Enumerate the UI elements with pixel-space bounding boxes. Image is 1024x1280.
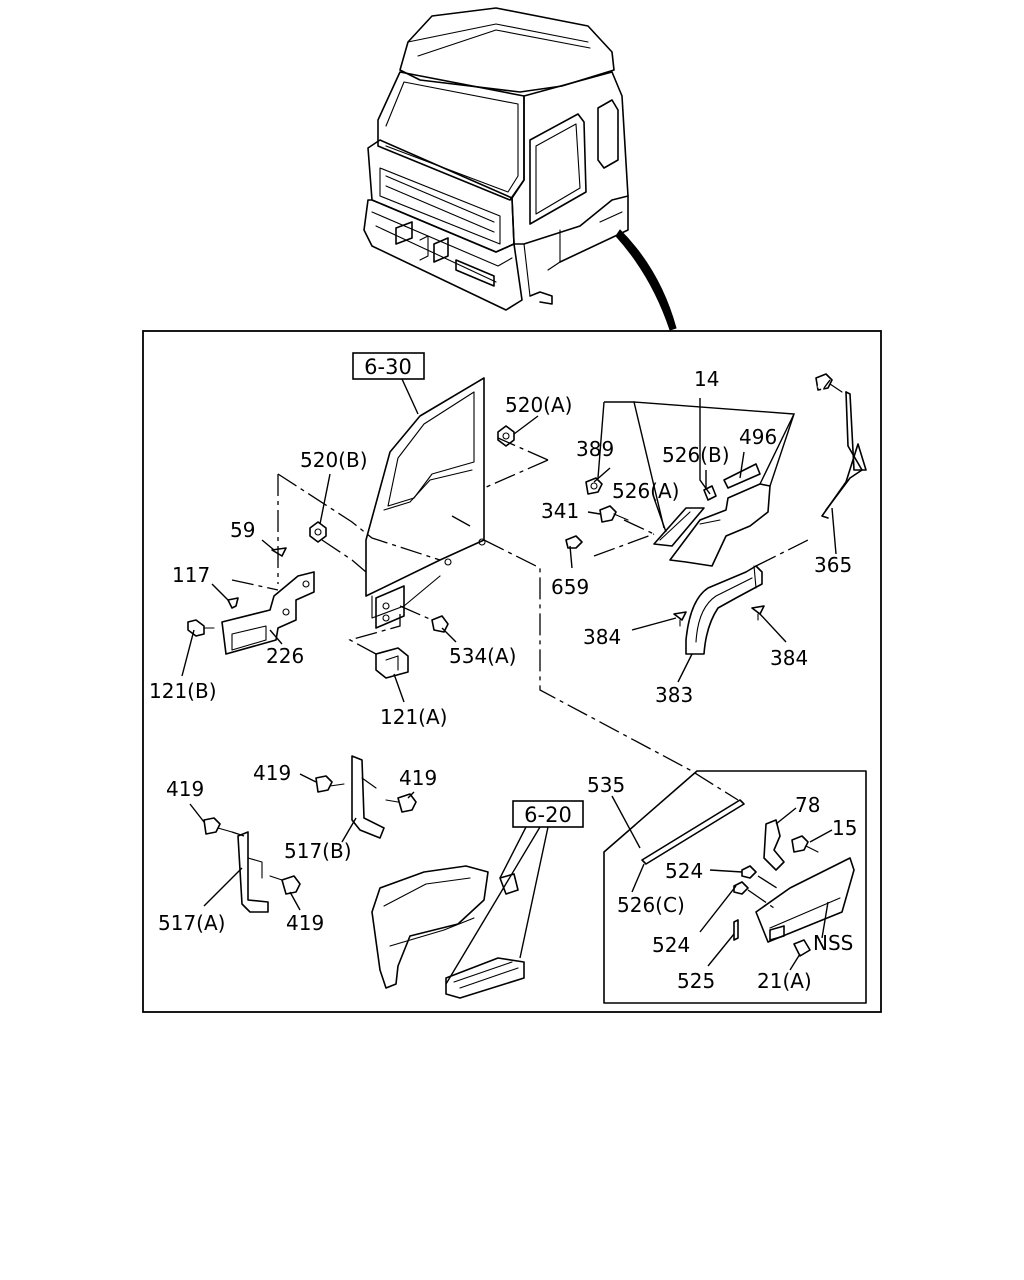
callout-520a: 520(A) [505,393,572,417]
callout-526c: 526(C) [617,893,685,917]
callout-525: 525 [677,969,715,993]
callout-341-top: 341 [790,381,828,405]
inset-detail-frame [603,770,867,1004]
ref-box-6-20: 6-20 [512,800,584,828]
clip-21a [793,939,811,957]
callout-524-a: 524 [665,859,703,883]
rod-365 [821,391,867,519]
ref-label: 6-30 [364,355,412,379]
callout-384-left: 384 [583,625,621,649]
detail-arrow [615,229,677,331]
bolt-341-mid [599,505,629,523]
bracket-517b [351,755,385,839]
block-121a [375,647,409,679]
main-detail-frame [142,330,882,1013]
ref-label: 6-20 [524,803,572,827]
callout-389: 389 [576,437,614,461]
trim-panel-526a [653,507,705,547]
callout-534a: 534(A) [449,644,516,668]
screw-15 [791,835,819,853]
callout-nss: NSS [813,931,853,955]
clip-659 [565,535,583,549]
nut-524-a [741,865,757,879]
bolt-419-a [203,817,233,835]
callout-496: 496 [739,425,777,449]
callout-524-b: 524 [652,933,690,957]
callout-659: 659 [551,575,589,599]
callout-384-right: 384 [770,646,808,670]
bolt-419-c [385,793,417,813]
callout-labels: 341 14 520(A) 496 389 526(B) 520(B) 526(… [149,367,857,993]
bolt-419-b [315,775,345,793]
callout-21a: 21(A) [757,969,812,993]
clip-384-left [673,611,687,627]
nut-524-b [733,881,749,895]
callout-383: 383 [655,683,693,707]
callout-520b: 520(B) [300,448,368,472]
callout-419-a: 419 [166,777,204,801]
bolt-341-top [815,373,843,393]
callout-78: 78 [795,793,820,817]
callout-365: 365 [814,553,852,577]
callout-226: 226 [266,644,304,668]
bracket-78 [763,819,785,871]
clip-526b [703,485,717,501]
clip-117 [227,597,239,609]
step-assembly-part [371,865,525,999]
callout-121b: 121(B) [149,679,217,703]
trim-panel-496 [669,463,771,567]
ref-box-6-30: 6-30 [352,352,425,380]
callout-14: 14 [694,367,719,391]
clip-384-right [751,605,765,621]
fender-383 [685,565,763,655]
bolt-419-d [269,875,301,895]
nut-520a [497,425,515,447]
callout-15: 15 [832,816,857,840]
callout-517a: 517(A) [158,911,225,935]
callout-526b: 526(B) [662,443,730,467]
clip-525 [733,919,739,941]
clip-534a [431,615,449,633]
callout-419-b: 419 [253,761,291,785]
weatherstrip-535 [641,799,745,865]
side-step-nss [755,857,855,943]
leader-lines [181,379,837,971]
callout-59: 59 [230,518,255,542]
callout-341-mid: 341 [541,499,579,523]
bracket-226 [221,571,315,655]
callout-526a: 526(A) [612,479,679,503]
door-frame-part [365,377,486,629]
callout-419-c: 419 [399,766,437,790]
bolt-389 [585,477,603,495]
callout-535: 535 [587,773,625,797]
callout-517b: 517(B) [284,839,352,863]
truck-cab-illustration [363,7,629,311]
callout-117: 117 [172,563,210,587]
nut-520b [309,521,327,543]
bracket-517a [237,831,269,913]
callout-121a: 121(A) [380,705,447,729]
callout-419-d: 419 [286,911,324,935]
bolt-121b [187,619,215,637]
